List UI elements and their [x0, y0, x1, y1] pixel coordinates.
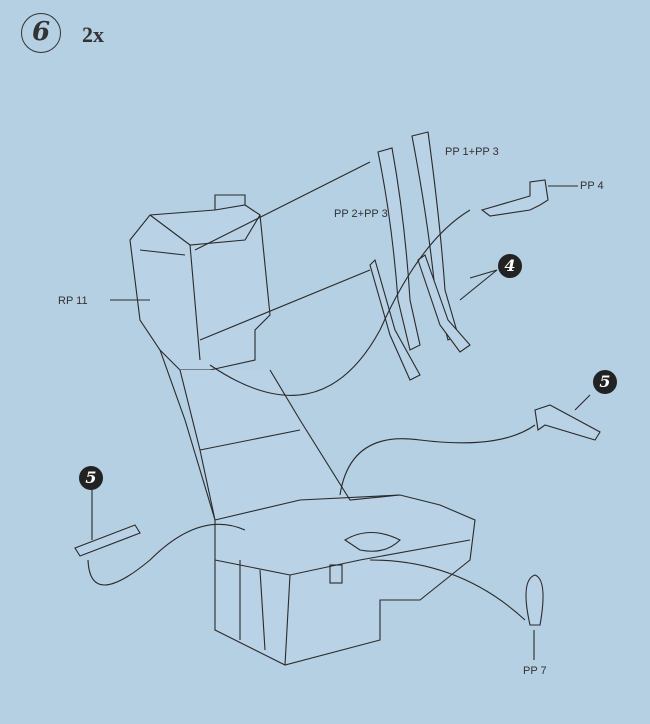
label-pp4: PP 4	[580, 180, 604, 192]
label-pp1-pp3: PP 1+PP 3	[445, 146, 499, 158]
part-pp7	[525, 574, 544, 626]
part-pp4	[480, 179, 549, 217]
label-pp7: PP 7	[523, 665, 547, 677]
callout-5-left: 5	[79, 466, 103, 490]
step-number: 6	[21, 13, 61, 53]
quantity-label: 2x	[82, 22, 104, 47]
seat-base	[179, 369, 476, 666]
harness-straps	[369, 131, 471, 381]
callout-4: 4	[498, 254, 522, 278]
callout-5-right: 5	[593, 370, 617, 394]
part-5-right	[534, 404, 601, 441]
seat-back	[129, 194, 271, 521]
assembly-arrows	[87, 161, 591, 621]
label-pp2-pp3: PP 2+PP 3	[334, 208, 388, 220]
part-5-left	[74, 524, 141, 557]
label-rp11: RP 11	[58, 295, 88, 307]
